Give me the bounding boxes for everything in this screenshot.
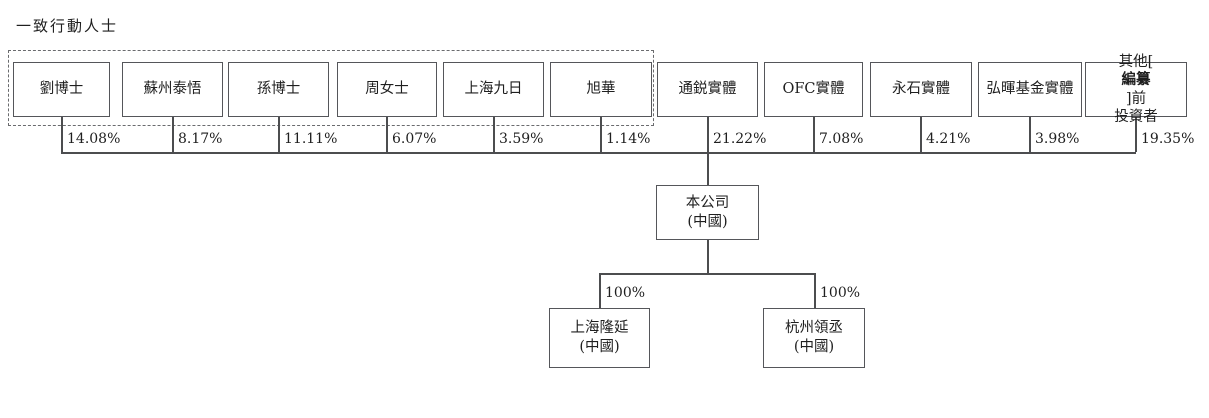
shareholder-name: OFC實體	[782, 81, 845, 98]
connector-line	[813, 117, 815, 152]
subsidiary-box-hangzhou-lingcheng: 杭州領丞 (中國)	[763, 308, 865, 368]
subsidiary-box-shanghai-longyan: 上海隆延 (中國)	[549, 308, 650, 368]
ownership-pct: 14.08%	[67, 131, 121, 147]
redacted-placeholder: 編纂	[1121, 71, 1151, 89]
connector-line	[278, 117, 280, 152]
shareholder-name: 蘇州泰悟	[143, 81, 202, 98]
shareholder-name: 弘暉基金實體	[986, 81, 1074, 98]
subsidiary-ownership-pct: 100%	[820, 285, 861, 301]
connector-line	[600, 117, 602, 152]
shareholder-box-suzhou-taiwu: 蘇州泰悟	[122, 62, 223, 117]
connector-line	[599, 273, 601, 308]
subsidiary-name: 上海隆延	[570, 320, 629, 337]
shareholder-name: 劉博士	[39, 81, 84, 98]
ownership-pct: 3.59%	[499, 131, 544, 147]
shareholder-name: 孫博士	[256, 81, 301, 98]
ownership-pct: 4.21%	[926, 131, 971, 147]
shareholder-box-other-pre-investors: 其他[編纂]前 投資者	[1085, 54, 1187, 125]
connector-line	[707, 240, 709, 273]
other-investors-text-line2: 投資者	[1114, 108, 1158, 125]
shareholder-box-shanghai-jiuri: 上海九日	[443, 62, 544, 117]
ownership-pct: 1.14%	[606, 131, 651, 147]
ownership-pct: 21.22%	[713, 131, 767, 147]
subsidiary-jurisdiction: (中國)	[793, 339, 835, 355]
shareholder-name: 通鋭實體	[678, 81, 737, 98]
company-box: 本公司 (中國)	[656, 185, 759, 240]
acting-in-concert-group-outline	[8, 50, 654, 126]
ownership-pct: 8.17%	[178, 131, 223, 147]
ownership-pct: 3.98%	[1035, 131, 1080, 147]
company-jurisdiction: (中國)	[687, 213, 728, 230]
connector-line	[599, 273, 815, 275]
connector-line	[1029, 117, 1031, 152]
subsidiary-ownership-pct: 100%	[605, 285, 646, 301]
subsidiary-name: 杭州領丞	[785, 320, 843, 337]
shareholder-name: 上海九日	[464, 81, 523, 98]
shareholder-name: 旭華	[586, 81, 616, 98]
ownership-pct: 11.11%	[284, 131, 338, 147]
shareholder-box-xuhua: 旭華	[550, 62, 652, 117]
connector-line	[61, 152, 1136, 154]
connector-line	[707, 152, 709, 185]
acting-in-concert-label: 一致行動人士	[16, 17, 119, 35]
connector-line	[920, 117, 922, 152]
shareholder-box-tongrui-entities: 通鋭實體	[657, 62, 758, 117]
connector-line	[172, 117, 174, 152]
shareholder-name: 永石實體	[892, 81, 950, 98]
ownership-pct: 6.07%	[392, 131, 437, 147]
shareholder-name: 其他[編纂]前	[1119, 53, 1154, 107]
connector-line	[814, 273, 816, 308]
shareholder-box-honghui-fund-entities: 弘暉基金實體	[978, 62, 1082, 117]
ownership-pct: 7.08%	[819, 131, 864, 147]
other-investors-text: 其他[	[1118, 54, 1154, 71]
company-name: 本公司	[685, 194, 730, 211]
shareholder-box-yongshi-entities: 永石實體	[870, 62, 972, 117]
shareholder-box-dr-sun: 孫博士	[228, 62, 329, 117]
ownership-pct: 19.35%	[1141, 131, 1195, 147]
other-investors-text: ]前	[1125, 90, 1147, 107]
connector-line	[61, 117, 63, 152]
connector-line	[493, 117, 495, 152]
shareholder-box-dr-liu: 劉博士	[13, 62, 110, 117]
connector-line	[1135, 117, 1137, 152]
shareholder-box-ofc-entities: OFC實體	[764, 62, 863, 117]
connector-line	[707, 117, 709, 152]
shareholder-box-ms-zhou: 周女士	[337, 62, 437, 117]
connector-line	[386, 117, 388, 152]
subsidiary-jurisdiction: (中國)	[579, 339, 620, 355]
shareholder-name: 周女士	[365, 81, 409, 98]
